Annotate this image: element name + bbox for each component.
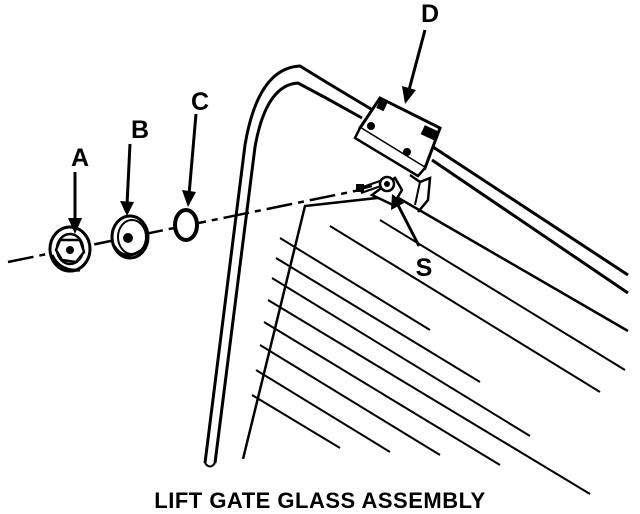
leader-s bbox=[396, 204, 421, 247]
arrowhead-a bbox=[68, 218, 82, 234]
lift-gate-glass bbox=[241, 194, 629, 495]
part-b-washer bbox=[110, 214, 150, 260]
leader-b bbox=[125, 143, 132, 206]
arrowhead-s bbox=[391, 194, 404, 210]
label-s: S bbox=[416, 254, 433, 282]
arrowhead-d bbox=[402, 86, 416, 104]
label-a: A bbox=[71, 144, 89, 172]
glass-hatching bbox=[251, 219, 626, 495]
diagram-caption: LIFT GATE GLASS ASSEMBLY bbox=[154, 488, 485, 513]
leader-arrows bbox=[68, 29, 427, 247]
leader-c bbox=[187, 113, 198, 196]
hinge-bracket bbox=[353, 96, 442, 213]
arrowhead-c bbox=[182, 190, 196, 207]
leader-d bbox=[407, 29, 427, 91]
part-c-oring bbox=[173, 208, 199, 242]
lift-gate-frame bbox=[203, 64, 629, 468]
arrowhead-b bbox=[120, 201, 134, 216]
part-a-nut bbox=[48, 225, 92, 273]
label-b: B bbox=[131, 116, 149, 144]
label-d: D bbox=[421, 0, 439, 28]
label-c: C bbox=[191, 88, 209, 116]
